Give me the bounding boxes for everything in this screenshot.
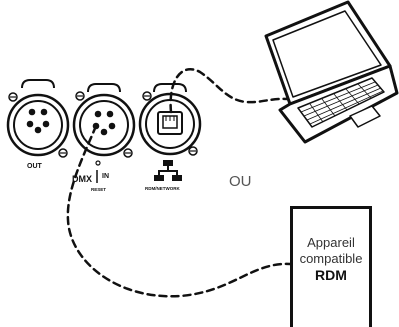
reset-pinhole <box>95 160 101 166</box>
rdm-device-box: Appareil compatible RDM <box>290 206 372 327</box>
reset-label: RESET <box>91 187 106 192</box>
dmx-cable <box>66 124 292 298</box>
network-label: RDM/NETWORK <box>145 186 180 191</box>
out-label: OUT <box>27 163 43 170</box>
xlr-in-connector <box>72 83 136 158</box>
device-line-1: Appareil <box>307 235 355 250</box>
connector-panel <box>6 79 202 183</box>
device-line-2: compatible <box>299 251 363 266</box>
or-separator: OU <box>229 173 252 190</box>
laptop-icon <box>264 0 399 144</box>
in-label: IN <box>102 173 109 180</box>
rj45-network-connector <box>138 83 202 156</box>
device-line-3: RDM <box>315 267 347 283</box>
rdm-device-label: Appareil compatible RDM <box>293 235 369 284</box>
network-cable <box>169 68 290 114</box>
xlr-out-connector <box>6 79 70 158</box>
dmx-label: DMX <box>72 174 92 184</box>
network-icon <box>154 160 182 181</box>
